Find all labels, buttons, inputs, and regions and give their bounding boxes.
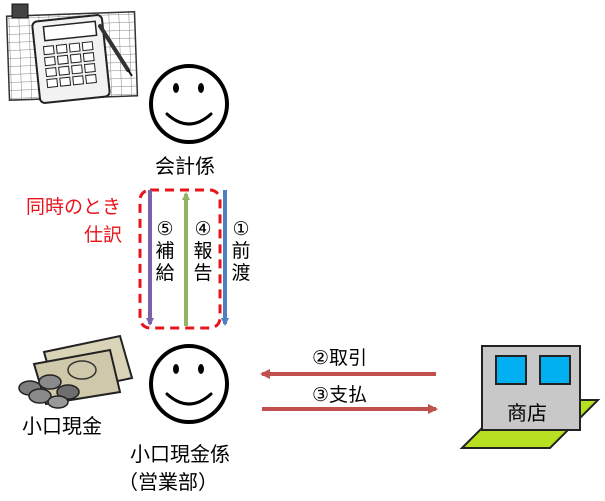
cash-icon <box>18 334 134 409</box>
payment-label: ③支払 <box>312 384 368 406</box>
shop-icon <box>459 345 601 449</box>
report-label: ④ 報 告 <box>193 218 213 284</box>
accountant-label: 会計係 <box>155 154 215 178</box>
simultaneous-note-line2: 仕訳 <box>84 224 123 246</box>
advance-label: ① 前 渡 <box>231 218 251 284</box>
cashier-label-line2: （営業部） <box>118 470 218 494</box>
calculator-doc-icon <box>5 3 139 104</box>
transaction-label: ②取引 <box>312 347 368 369</box>
petty-cash-label: 小口現金 <box>22 414 102 438</box>
simultaneous-note-line1: 同時のとき <box>26 196 122 218</box>
cashier-label-line1: 小口現金係 <box>130 442 230 466</box>
replenish-label: ⑤ 補 給 <box>155 218 175 284</box>
accountant-face-icon <box>149 64 229 144</box>
simultaneous-box <box>138 188 222 330</box>
cashier-face-icon <box>149 344 229 424</box>
shop-label: 商店 <box>507 401 547 425</box>
